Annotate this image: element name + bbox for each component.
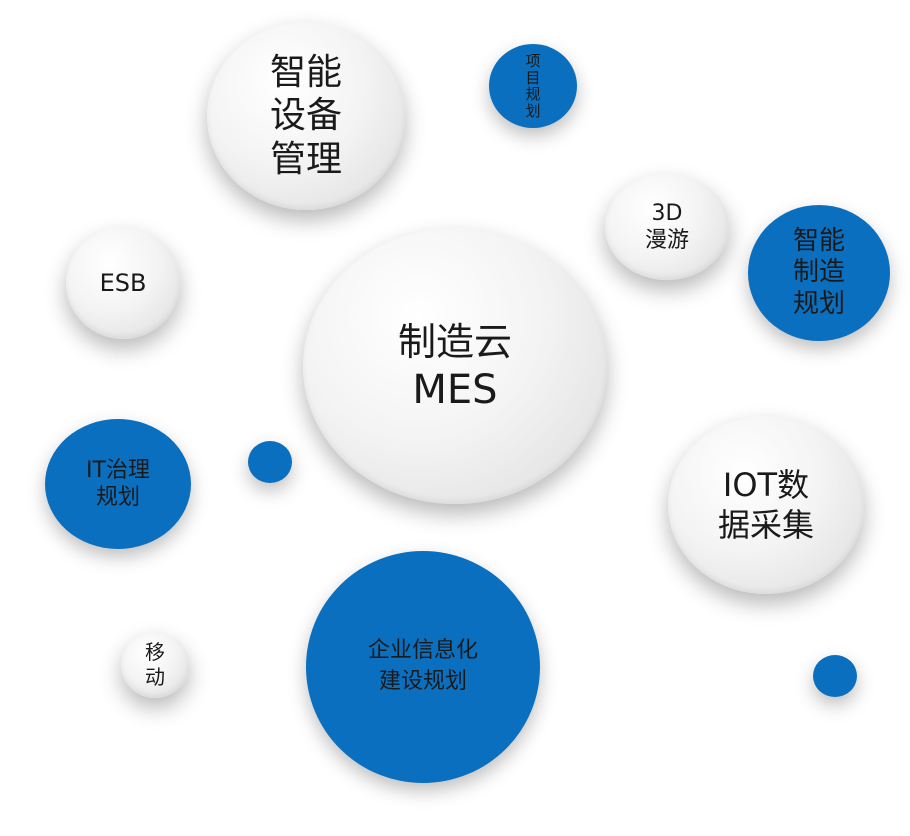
bubble-label: 3D 漫游: [644, 200, 689, 254]
bubble-label: 企业信息化 建设规划: [367, 638, 478, 694]
bubble-3d-tour: 3D 漫游: [605, 174, 729, 280]
center-label-line1: 制造云: [397, 320, 512, 365]
bubble-label: IOT数 据采集: [717, 466, 814, 544]
bubble-small-dot-right: [813, 655, 857, 697]
bubble-label: 智能 设备 管理: [269, 52, 342, 180]
bubble-label: 智能 制造 规划: [792, 226, 845, 319]
bubble-project-planning: 项目规划: [489, 44, 577, 128]
bubble-label: 项目规划: [525, 52, 541, 120]
bubble-label: 移 动: [145, 640, 165, 689]
bubble-smart-manufacturing-planning: 智能 制造 规划: [748, 205, 890, 341]
bubble-center-mes: 制造云 MES: [303, 228, 607, 504]
bubble-iot-data-collection: IOT数 据采集: [668, 416, 864, 594]
bubble-esb: ESB: [66, 227, 180, 339]
bubble-enterprise-informatization-planning: 企业信息化 建设规划: [306, 551, 540, 783]
bubble-label: ESB: [99, 269, 147, 297]
bubble-small-dot-left: [248, 441, 292, 483]
center-label-line2: MES: [412, 366, 498, 413]
bubble-it-governance-planning: IT治理 规划: [45, 419, 191, 549]
bubble-mobile: 移 动: [121, 632, 189, 698]
bubble-label: IT治理 规划: [86, 457, 150, 511]
bubble-smart-device-management: 智能 设备 管理: [207, 22, 405, 210]
